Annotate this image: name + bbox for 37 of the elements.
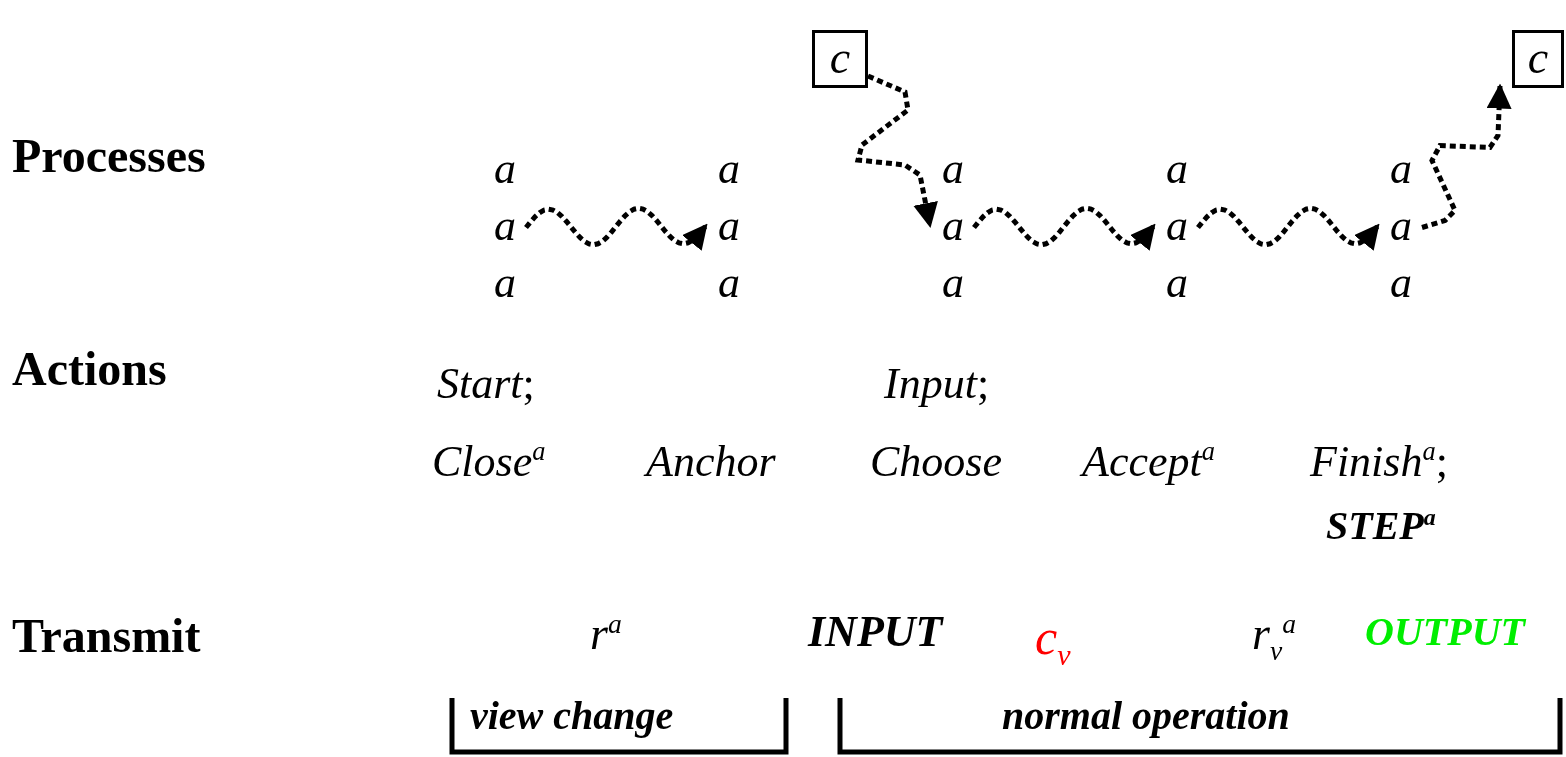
phase-label: view change bbox=[470, 696, 674, 736]
process-letter: a bbox=[494, 143, 516, 195]
message-label: r$^{a}$ bbox=[590, 610, 622, 658]
message-label: c$_{v}$ bbox=[1035, 612, 1071, 670]
process-letter: a bbox=[494, 200, 516, 252]
process-letter: a bbox=[494, 257, 516, 309]
action-label: Input; bbox=[884, 362, 990, 406]
wavy-arrow bbox=[972, 205, 1156, 251]
wavy-arrow bbox=[524, 205, 708, 251]
process-box: c bbox=[812, 30, 868, 88]
action-label: Start; bbox=[437, 362, 535, 406]
row-heading: Transmit bbox=[12, 612, 201, 660]
row-heading: Processes bbox=[12, 132, 206, 180]
action-label: Choose bbox=[870, 440, 1002, 484]
process-letter: a bbox=[1390, 257, 1412, 309]
action-label: Finish$^{a}$; bbox=[1310, 438, 1448, 484]
process-box: c bbox=[1512, 30, 1564, 88]
process-letter: a bbox=[942, 143, 964, 195]
process-letter: a bbox=[1390, 143, 1412, 195]
process-letter: a bbox=[942, 200, 964, 252]
wavy-arrow bbox=[1421, 83, 1512, 230]
process-letter: a bbox=[1166, 143, 1188, 195]
row-heading: Actions bbox=[12, 345, 167, 393]
process-letter: a bbox=[718, 200, 740, 252]
action-label: Close$^{a}$ bbox=[432, 438, 546, 484]
process-letter: a bbox=[718, 257, 740, 309]
message-label: INPUT bbox=[808, 610, 943, 654]
action-label: STEP$^{a}$ bbox=[1326, 505, 1436, 547]
phase-label: normal operation bbox=[1002, 696, 1290, 736]
wavy-arrow bbox=[1196, 205, 1380, 251]
process-letter: a bbox=[942, 257, 964, 309]
message-label: OUTPUT bbox=[1365, 612, 1525, 652]
process-letter: a bbox=[718, 143, 740, 195]
wavy-arrow bbox=[854, 73, 938, 228]
process-letter: a bbox=[1390, 200, 1412, 252]
process-letter: a bbox=[1166, 200, 1188, 252]
process-letter: a bbox=[1166, 257, 1188, 309]
